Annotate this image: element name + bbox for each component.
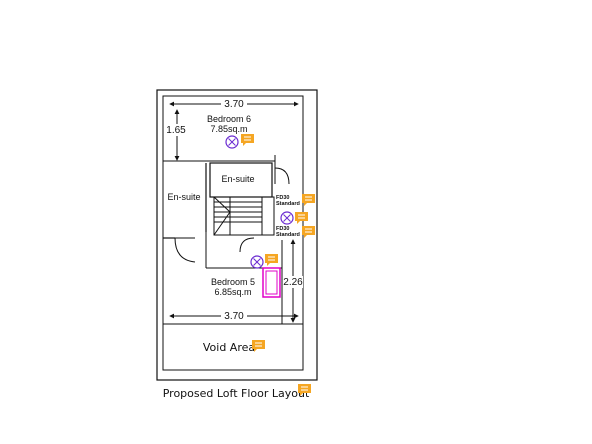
bedroom5-area: 6.85sq.m xyxy=(214,287,251,297)
fd30-upper-line2: Standard xyxy=(276,201,300,207)
comment-bubble-icon[interactable] xyxy=(252,340,265,352)
bottom-dimension-label: 3.70 xyxy=(224,311,244,322)
bottom-dimension-bg xyxy=(221,309,247,321)
skylight xyxy=(262,267,281,298)
comment-bubble-icon[interactable] xyxy=(302,194,315,206)
plan-caption: Proposed Loft Floor Layout xyxy=(163,387,310,400)
top-dimension-bg xyxy=(221,97,247,109)
right-dimension-bg xyxy=(283,276,303,288)
fd30-lower-line1: FD30 xyxy=(276,226,289,232)
skylight-inner xyxy=(265,270,278,295)
comment-bubble-icon[interactable] xyxy=(302,226,315,238)
bedroom5-door-swing xyxy=(174,237,196,263)
left-dimension-label: 1.65 xyxy=(166,125,186,136)
comment-bubble-icon[interactable] xyxy=(265,254,278,266)
bedroom6-name: Bedroom 6 xyxy=(207,114,251,124)
left-dimension-bg xyxy=(165,124,187,136)
comment-bubble-icon[interactable] xyxy=(241,134,254,146)
void-area-label: Void Area xyxy=(203,341,255,354)
outer-boundary xyxy=(156,89,318,381)
smoke-detector-icon xyxy=(250,255,264,269)
void-area xyxy=(162,323,304,371)
ensuite-left-name: En-suite xyxy=(167,192,200,202)
fd30-upper-line1: FD30 xyxy=(276,195,289,201)
right-dimension-label: 2.26 xyxy=(283,277,303,288)
fd30-lower-line2: Standard xyxy=(276,232,300,238)
top-dimension-label: 3.70 xyxy=(224,99,244,110)
staircase xyxy=(213,196,275,236)
ensuite-right-name: En-suite xyxy=(221,174,254,184)
bedroom6-area: 7.85sq.m xyxy=(210,124,247,134)
smoke-detector-icon xyxy=(225,135,239,149)
stair-door-swing xyxy=(239,237,255,253)
smoke-detector-icon xyxy=(280,211,294,225)
comment-bubble-icon[interactable] xyxy=(295,212,308,224)
comment-bubble-icon[interactable] xyxy=(298,384,311,396)
bedroom5-name: Bedroom 5 xyxy=(211,277,255,287)
ensuite-door-swing xyxy=(274,167,290,185)
